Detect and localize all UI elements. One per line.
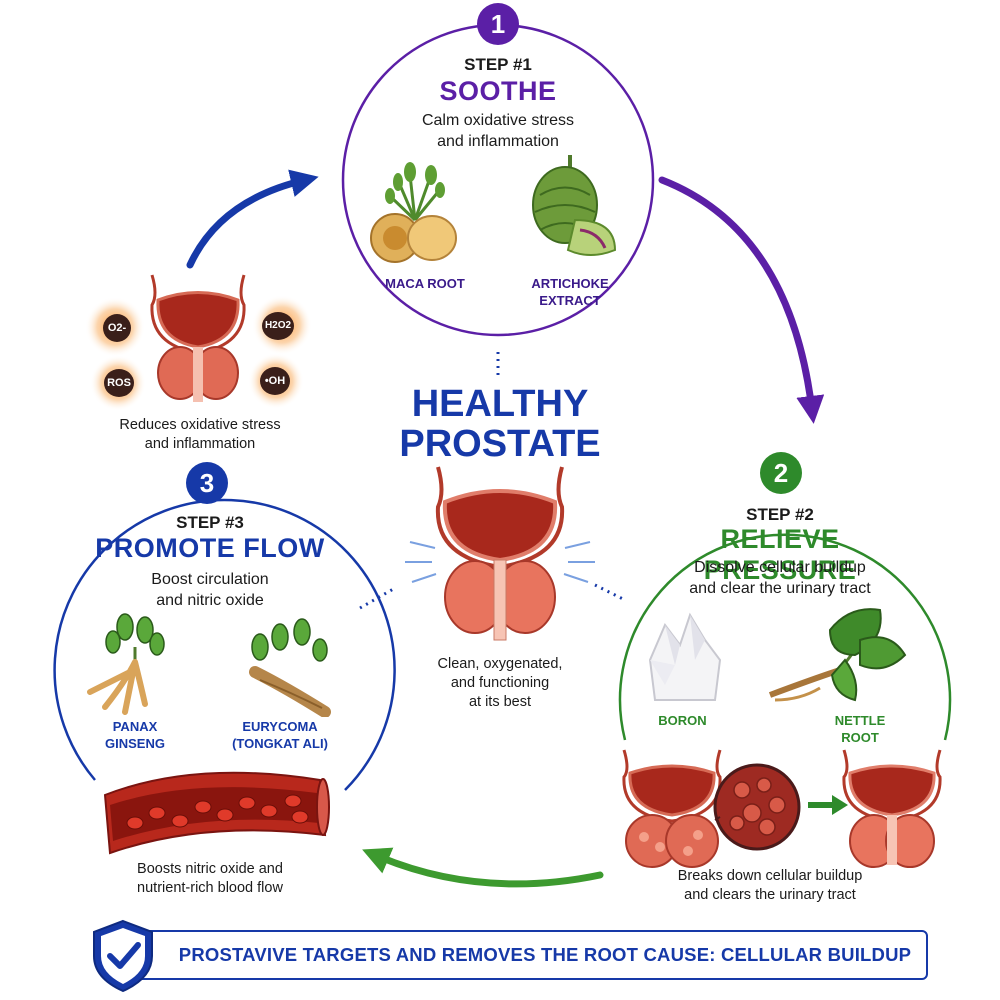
ingredient-artichoke-extract: ARTICHOKE EXTRACT [505, 275, 635, 309]
nettle-label-line1: NETTLE [834, 713, 886, 728]
molecule-ros: ROS [104, 369, 134, 397]
molecule-oh: •OH [260, 367, 290, 395]
step1-description: Calm oxidative stress and inflammation [378, 110, 618, 152]
step3-circle [53, 498, 396, 791]
step2-label: STEP #2 [746, 505, 814, 524]
healthy-prostate-icon [405, 466, 595, 641]
artichoke-icon [532, 155, 617, 256]
panax-ginseng-icon [87, 613, 165, 715]
step2-title: RELIEVE PRESSURE [703, 524, 857, 585]
buildup-clearance-illustration [622, 749, 942, 868]
arrow-step1-to-step2 [658, 176, 825, 424]
center-title: HEALTHY PROSTATE [380, 384, 620, 464]
step2-desc-line2: and clear the urinary tract [689, 580, 871, 597]
molecule-o2: O2- [103, 314, 131, 342]
step2-number-badge: 2 [760, 452, 802, 494]
center-caption-line1: Clean, oxygenated, [437, 656, 563, 672]
bottom-banner: PROSTAVIVE TARGETS AND REMOVES THE ROOT … [108, 930, 928, 980]
ingredient-maca-root: MACA ROOT [370, 275, 480, 292]
step3-desc-line1: Boost circulation [151, 571, 269, 588]
step3-desc-line2: and nitric oxide [156, 592, 264, 609]
eurycoma-root-icon [249, 618, 331, 717]
ingredient-eurycoma: EURYCOMA (TONGKAT ALI) [210, 718, 350, 752]
step3-caption-line2: nutrient-rich blood flow [137, 880, 283, 896]
ginseng-label-line2: GINSENG [105, 736, 165, 751]
center-caption-line2: and functioning [450, 675, 550, 691]
step3-caption: Boosts nitric oxide and nutrient-rich bl… [90, 860, 330, 898]
boron-crystal-icon [648, 612, 722, 701]
maca-root-label: MACA ROOT [385, 276, 465, 291]
step2-caption-line2: and clears the urinary tract [684, 887, 856, 903]
oxidative-caption: Reduces oxidative stress and inflammatio… [90, 416, 310, 454]
banner-text: PROSTAVIVE TARGETS AND REMOVES THE ROOT … [178, 944, 912, 965]
step2-caption-line1: Breaks down cellular buildup [677, 868, 863, 884]
nettle-label-line2: ROOT [841, 730, 879, 745]
boron-label: BORON [658, 713, 707, 728]
artichoke-label-line1: ARTICHOKE [531, 276, 609, 291]
ingredient-boron: BORON [635, 712, 730, 729]
eurycoma-label-line1: EURYCOMA [242, 719, 318, 734]
blood-vessel-icon [103, 771, 330, 855]
step3-label: STEP #3 [176, 513, 244, 532]
shield-check-icon [93, 919, 153, 993]
step1-desc-line1: Calm oxidative stress [421, 112, 575, 129]
step2-description: Dissolve cellular buildup and clear the … [650, 557, 910, 599]
center-caption: Clean, oxygenated, and functioning at it… [390, 655, 610, 712]
step1-title: SOOTHE [439, 76, 557, 106]
eurycoma-label-line2: (TONGKAT ALI) [232, 736, 328, 751]
step2-circle [618, 533, 952, 741]
ginseng-label-line1: PANAX [112, 719, 158, 734]
molecule-h2o2: H2O2 [262, 312, 294, 340]
artichoke-label-line2: EXTRACT [539, 293, 601, 308]
step1-label: STEP #1 [464, 55, 532, 74]
step2-caption: Breaks down cellular buildup and clears … [640, 867, 900, 905]
step3-description: Boost circulation and nitric oxide [90, 569, 330, 611]
center-title-line2: PROSTATE [399, 423, 601, 465]
step3-caption-line1: Boosts nitric oxide and [137, 861, 283, 877]
arrow-step2-to-step3 [362, 847, 604, 888]
ingredient-nettle-root: NETTLE ROOT [815, 712, 905, 746]
step1-number-badge: 1 [477, 3, 519, 45]
ingredient-panax-ginseng: PANAX GINSENG [80, 718, 190, 752]
step2-desc-line1: Dissolve cellular buildup [694, 559, 866, 576]
center-caption-line3: at its best [468, 694, 532, 710]
nettle-root-icon [768, 608, 907, 702]
center-title-line1: HEALTHY [411, 383, 589, 425]
oxidative-caption-line2: and inflammation [144, 436, 256, 452]
step1-desc-line2: and inflammation [437, 133, 559, 150]
arrow-step3-to-step1 [186, 169, 319, 269]
oxidative-caption-line1: Reduces oxidative stress [119, 417, 281, 433]
step3-title: PROMOTE FLOW [95, 533, 325, 563]
step3-number-badge: 3 [186, 462, 228, 504]
maca-root-icon [370, 162, 457, 263]
